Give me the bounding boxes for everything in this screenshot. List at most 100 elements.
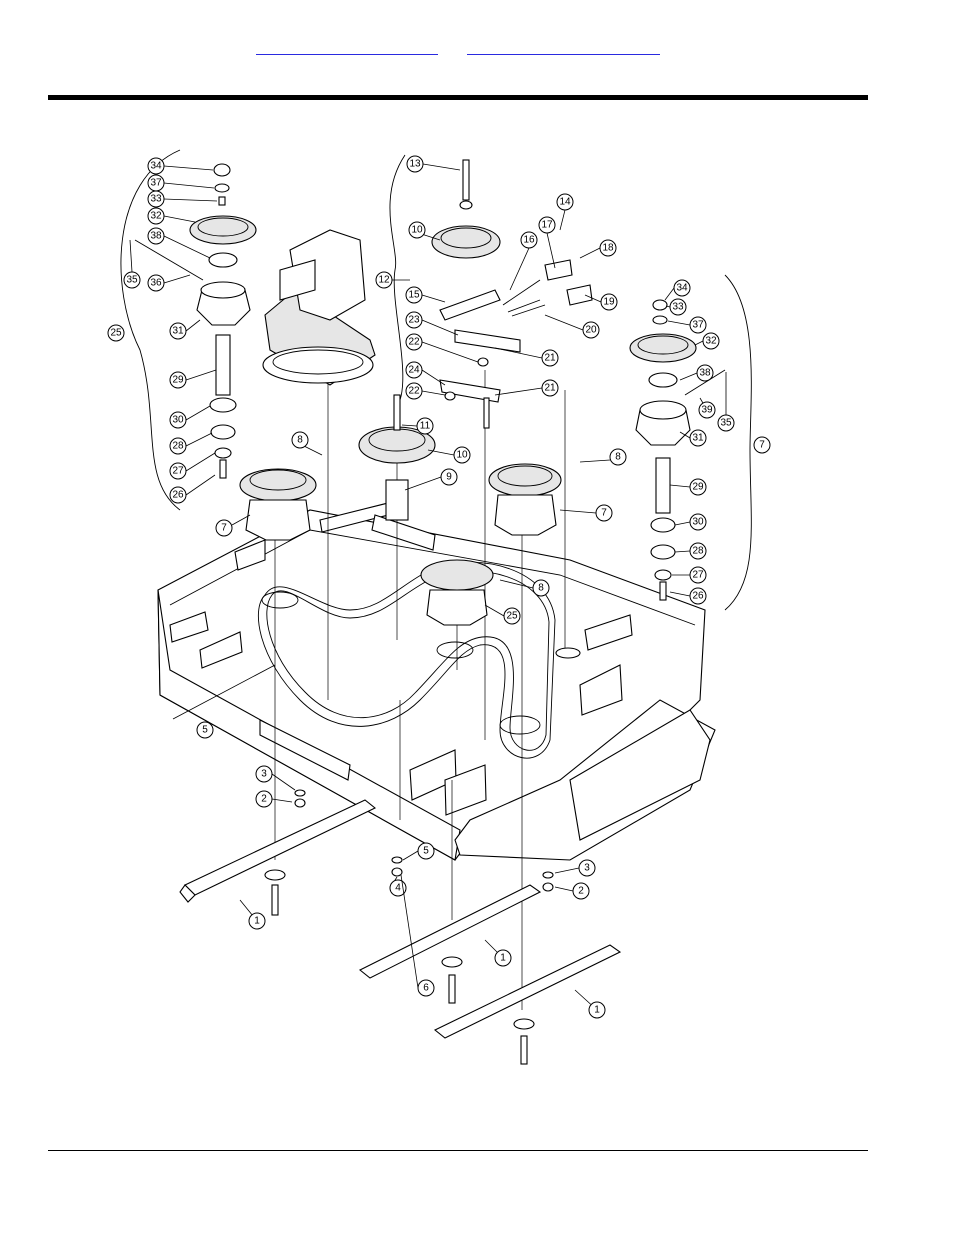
leader-line	[164, 216, 195, 222]
header-link-1[interactable]	[256, 38, 438, 55]
callout-number: 10	[456, 450, 468, 461]
callout-number: 28	[692, 546, 704, 557]
leader-line	[423, 164, 460, 170]
leader-line	[422, 342, 478, 362]
callout-number: 9	[446, 472, 452, 483]
callout-number: 15	[408, 290, 420, 301]
leader-line	[422, 370, 445, 385]
callout-number: 31	[172, 326, 184, 337]
leader-line	[401, 875, 418, 988]
callout-number: 22	[408, 337, 420, 348]
left-spindle-installed	[240, 469, 316, 540]
leader-line	[164, 199, 217, 201]
callout-number: 32	[150, 211, 162, 222]
callout-number: 6	[423, 983, 429, 994]
leader-line	[186, 475, 215, 495]
callout-number: 3	[261, 769, 267, 780]
callout-number: 35	[720, 418, 732, 429]
callout-number: 14	[559, 197, 571, 208]
callout-number: 31	[692, 433, 704, 444]
leader-line	[560, 510, 596, 513]
leader-line	[495, 388, 542, 395]
leader-line	[186, 406, 210, 420]
leader-line	[675, 522, 690, 525]
callout-number: 17	[541, 220, 553, 231]
footer-rule	[48, 1150, 868, 1151]
leader-line	[186, 320, 200, 331]
leader-line	[272, 774, 295, 790]
callout-number: 24	[408, 365, 420, 376]
callout-number: 12	[378, 275, 390, 286]
callout-number: 30	[692, 517, 704, 528]
callout-number: 34	[676, 283, 688, 294]
callout-number: 39	[701, 405, 713, 416]
leader-line	[164, 183, 214, 188]
callout-number: 7	[601, 508, 607, 519]
callout-number: 33	[672, 302, 684, 313]
callout-number: 1	[500, 953, 506, 964]
leader-line	[670, 485, 690, 487]
mower-deck-exploded-diagram: 1 1 1 2 2 3 3 4 5 5 6 7 7 7 8 8 8 9 10	[100, 140, 780, 1080]
callout-number: 34	[150, 161, 162, 172]
callout-number: 35	[126, 275, 138, 286]
callout-number: 11	[420, 421, 431, 432]
leader-line	[403, 851, 418, 860]
leader-line	[695, 341, 703, 345]
leader-line	[580, 248, 600, 258]
leader-line	[510, 248, 529, 290]
callout-number: 23	[408, 315, 420, 326]
callout-number: 16	[523, 235, 535, 246]
leader-line	[130, 240, 132, 272]
callout-number: 22	[408, 386, 420, 397]
callout-number: 19	[603, 297, 615, 308]
leader-line	[665, 288, 674, 300]
callout-number: 10	[411, 225, 423, 236]
leader-line	[405, 477, 441, 490]
callout-number: 29	[172, 375, 184, 386]
callout-number: 30	[172, 415, 184, 426]
callout-number: 37	[692, 320, 704, 331]
callout-number: 21	[544, 353, 556, 364]
callout-number: 5	[423, 846, 429, 857]
callout-number: 18	[602, 243, 614, 254]
callout-number: 3	[584, 863, 590, 874]
callout-number: 7	[221, 523, 227, 534]
callout-number: 38	[150, 231, 162, 242]
leader-line	[560, 210, 565, 230]
callout-number: 32	[705, 336, 717, 347]
leader-line	[422, 295, 445, 302]
header-link-2[interactable]	[467, 38, 660, 55]
callout-number: 25	[506, 611, 518, 622]
leader-line	[680, 373, 697, 380]
callout-number: 27	[692, 570, 704, 581]
leader-line	[402, 425, 417, 426]
callout-number: 33	[150, 194, 162, 205]
leader-line	[186, 433, 212, 446]
callout-number: 7	[759, 440, 765, 451]
callout-number: 8	[538, 583, 544, 594]
callout-number: 38	[699, 368, 711, 379]
leader-line	[164, 275, 190, 283]
gearbox-assembly	[263, 230, 375, 385]
leader-line	[580, 460, 610, 462]
callout-number: 13	[409, 159, 421, 170]
callout-number: 5	[202, 725, 208, 736]
leader-line	[555, 887, 573, 891]
callout-number: 20	[585, 325, 597, 336]
leader-line	[555, 868, 579, 873]
callout-number: 4	[395, 883, 401, 894]
callout-number: 8	[297, 435, 303, 446]
callout-number: 21	[544, 383, 556, 394]
leader-line	[668, 321, 690, 325]
header-rule	[48, 95, 868, 100]
callout-number: 37	[150, 178, 162, 189]
callout-number: 1	[594, 1005, 600, 1016]
callout-number: 26	[172, 490, 184, 501]
leader-line	[422, 320, 458, 335]
leader-line	[670, 592, 690, 596]
leader-line	[186, 370, 216, 380]
callout-number: 27	[172, 466, 184, 477]
mower-deck-housing	[158, 500, 715, 860]
leader-line	[186, 453, 215, 471]
leader-line	[545, 315, 583, 330]
